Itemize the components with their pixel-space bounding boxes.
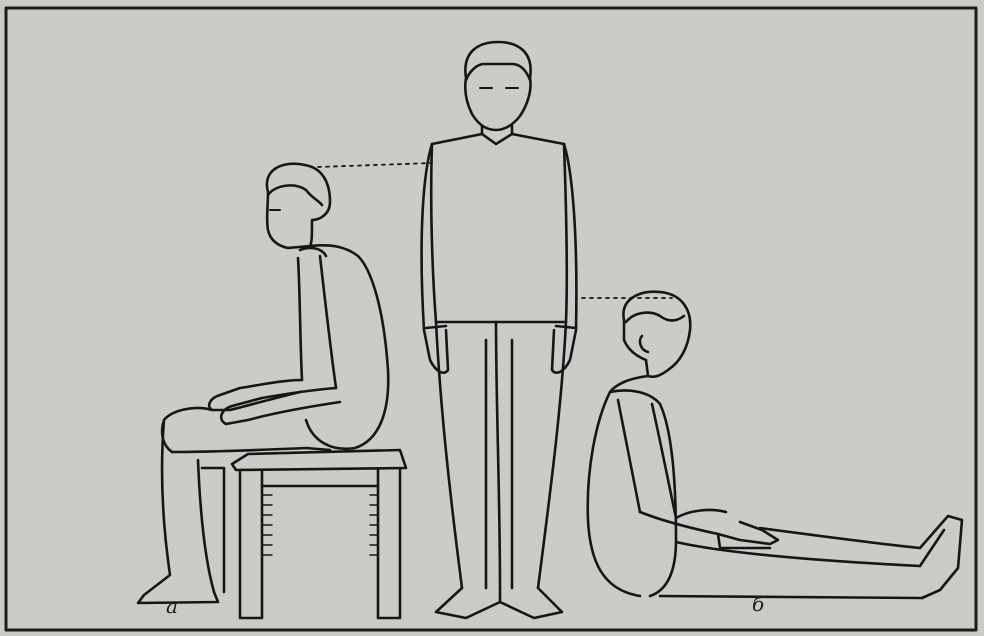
stool	[232, 450, 406, 618]
figure-seated-stool	[138, 164, 406, 618]
figure-standing	[422, 42, 577, 618]
label-b: б	[752, 594, 764, 614]
label-a: a	[166, 596, 178, 616]
height-line-sitting-chair	[318, 163, 432, 167]
figure-seated-floor	[588, 292, 962, 598]
